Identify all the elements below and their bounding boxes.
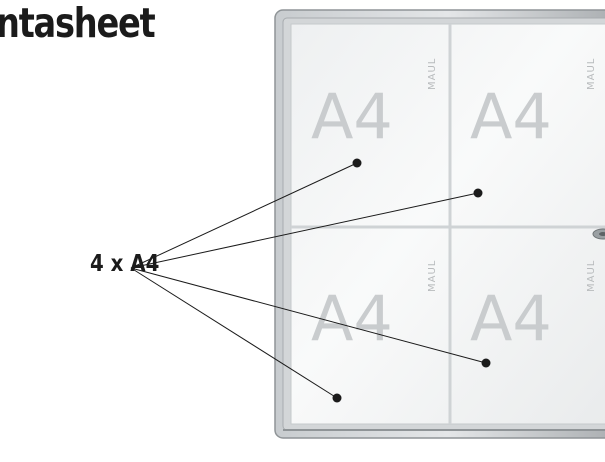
panel-top-right: A4 MAUL [470,58,597,153]
callout-dot [352,158,362,168]
brand-mark: MAUL [586,58,597,90]
panel-format-text: A4 [470,282,552,355]
callout-dot [481,358,491,368]
brand-mark: MAUL [586,260,597,292]
panel-format-text: A4 [311,80,393,153]
page-title: ntasheet [0,0,156,47]
callout-leader-lines [130,162,487,399]
callout-label: 4 x A4 [90,251,160,277]
callout-dot [473,188,483,198]
panel-top-left: A4 MAUL [311,58,438,153]
panel-bottom-left: A4 MAUL [311,260,438,355]
callout-dot [332,393,342,403]
panel-bottom-right: A4 MAUL [470,260,597,355]
lock-icon [592,228,605,240]
panel-format-text: A4 [311,282,393,355]
brand-mark: MAUL [427,260,438,292]
panel-format-text: A4 [470,80,552,153]
brand-mark: MAUL [427,58,438,90]
